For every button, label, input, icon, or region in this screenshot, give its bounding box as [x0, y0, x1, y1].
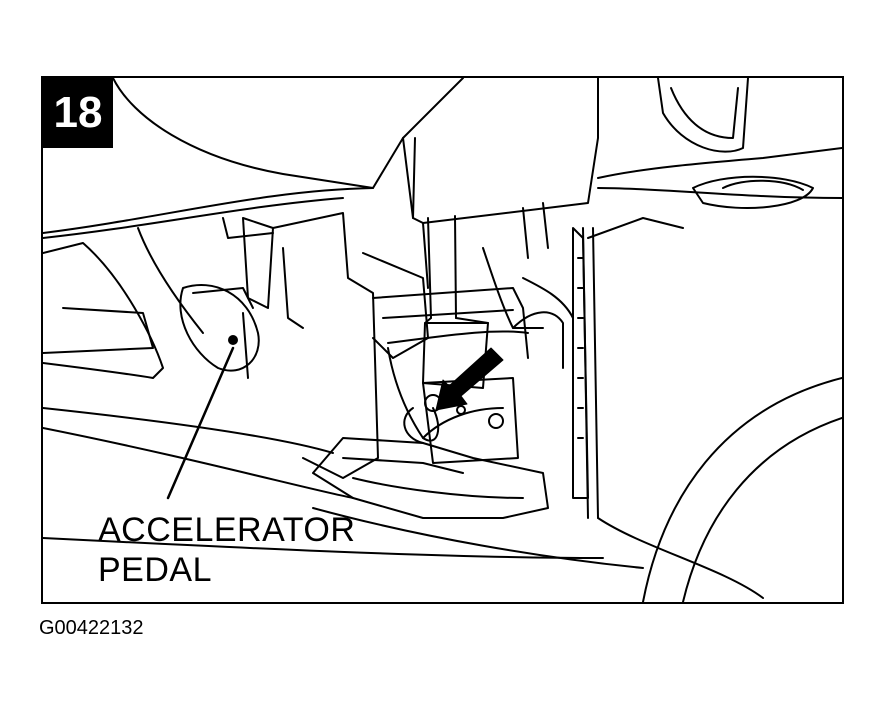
- arrow-down-left-icon: [435, 347, 504, 411]
- seat-edge: [642, 377, 842, 602]
- illustration-frame: 18: [41, 76, 844, 604]
- mounting-plate: [422, 377, 519, 464]
- callout-dot: [228, 335, 238, 345]
- dashboard-panel: [112, 78, 464, 189]
- step-number-badge: 18: [43, 78, 113, 148]
- cup-holder: [692, 175, 814, 209]
- callout-leader: [166, 346, 235, 500]
- steering-shroud: [402, 78, 599, 224]
- pedal-bracket: [242, 217, 274, 309]
- accelerator-pedal-callout: ACCELERATOR PEDAL: [98, 510, 355, 590]
- steering-column-shaft: [427, 215, 457, 319]
- bolt: [488, 413, 504, 429]
- line-drawing: [43, 78, 842, 602]
- callout-line-1: ACCELERATOR: [98, 511, 356, 549]
- slotted-plate: [572, 227, 589, 499]
- bolt: [456, 405, 466, 415]
- lower-plate: [312, 437, 549, 519]
- callout-line-2: PEDAL: [98, 551, 212, 589]
- floor-line: [43, 427, 354, 499]
- right-cowl: [657, 78, 749, 153]
- kick-panel: [43, 242, 164, 379]
- dashboard-lower-edge: [43, 187, 374, 234]
- figure-id: G00422132: [39, 617, 144, 639]
